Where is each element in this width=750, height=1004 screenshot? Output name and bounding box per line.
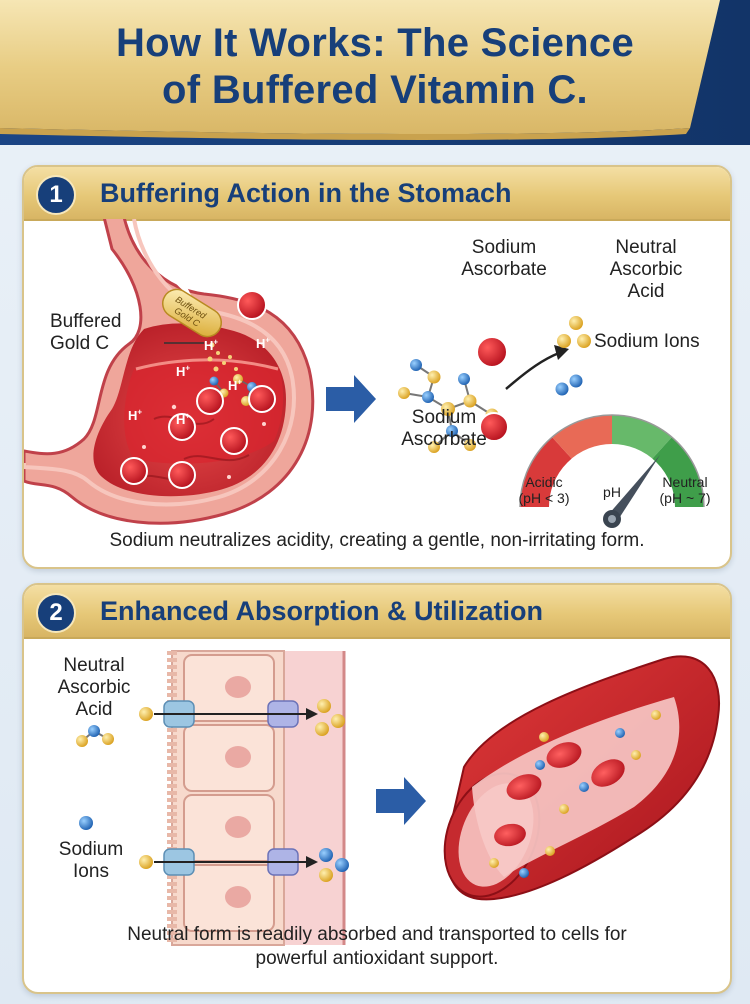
neutral-ascorbic-2-line-1: Neutral (63, 655, 125, 676)
h-ion-7 (168, 461, 196, 489)
gauge-neutral-label: Neutral (pH ~ 7) (650, 474, 720, 506)
step-1-caption: Sodium neutralizes acidity, creating a g… (109, 530, 645, 551)
neutral-ascorbic-2-line-2: Ascorbic (57, 677, 131, 698)
step-2-header: 2 Enhanced Absorption & Utilization (24, 585, 730, 639)
sodium-ions-label-2: Sodium Ions (46, 839, 136, 883)
absorption-illustration (76, 650, 720, 946)
gauge-neutral-line-2: (pH ~ 7) (659, 490, 711, 506)
step-1-title: Buffering Action in the Stomach (100, 178, 512, 208)
sodium-ions-2-line-1: Sodium (58, 839, 124, 860)
stomach-illustration: Buffered Gold C (24, 219, 705, 528)
header-banner: How It Works: The Science of Buffered Vi… (0, 0, 750, 145)
ascorbic-acid-molecule (76, 725, 114, 747)
neutral-ascorbic-acid-label-2: Neutral Ascorbic Acid (44, 655, 144, 721)
neutral-ascorbic-line-3: Acid (627, 281, 665, 302)
header-background (0, 0, 750, 145)
right-arrow-2 (376, 777, 426, 825)
buffered-gold-c-label: Buffered Gold C (50, 311, 121, 355)
h-ion-5 (220, 427, 248, 455)
reaction-hydrogen-ion-top (476, 336, 508, 368)
gauge-ph-label: pH (603, 484, 621, 500)
h-ion-1 (237, 290, 267, 320)
step-2-card: 2 Enhanced Absorption & Utilization (22, 583, 732, 994)
h-ion-3 (248, 385, 276, 413)
neutral-ascorbic-acid-molecule (557, 316, 591, 348)
sodium-ions-label: Sodium Ions (594, 331, 700, 352)
sodium-ascorbate-cluster (398, 359, 499, 453)
h-ion-6 (120, 457, 148, 485)
gold-c-capsule: Buffered Gold C (161, 288, 223, 338)
gauge-acidic-line-1: Acidic (525, 474, 563, 490)
step-1-header: 1 Buffering Action in the Stomach (24, 167, 730, 221)
page-title: How It Works: The Science of Buffered Vi… (0, 20, 750, 114)
sodium-ascorbate-bottom-line-2: Ascorbate (401, 429, 487, 450)
ph-gauge (519, 414, 705, 528)
neutral-ascorbic-acid-label: Neutral Ascorbic Acid (596, 237, 696, 303)
neutral-ascorbic-line-2: Ascorbic (609, 259, 683, 280)
h-ion-2 (196, 387, 224, 415)
step-1-card: 1 Buffering Action in the Stomach (22, 165, 732, 569)
intestinal-wall (167, 650, 346, 946)
neutral-ascorbic-line-1: Neutral (615, 237, 677, 258)
gauge-acidic-line-2: (pH < 3) (518, 490, 570, 506)
step-1-number-badge: 1 (36, 175, 76, 215)
sodium-ions-molecule (555, 374, 583, 396)
gauge-acidic-label: Acidic (pH < 3) (510, 474, 578, 506)
blood-vessel (443, 655, 720, 901)
gauge-neutral-line-1: Neutral (662, 474, 708, 490)
buffered-gold-c-label-line-2: Gold C (50, 333, 110, 354)
sodium-ascorbate-bottom-line-1: Sodium (411, 407, 477, 428)
sodium-ascorbate-top-line-1: Sodium (471, 237, 537, 258)
step-2-title: Enhanced Absorption & Utilization (100, 596, 543, 626)
transporter-row-1 (139, 699, 345, 736)
neutral-ascorbic-2-line-3: Acid (75, 699, 113, 720)
buffered-gold-c-label-line-1: Buffered (50, 311, 122, 332)
sodium-ascorbate-bottom-label: Sodium Ascorbate (384, 407, 504, 451)
stomach-hydrogen-ions (120, 290, 276, 489)
capsule-powder (207, 342, 238, 372)
step-2-caption-line-1: Neutral form is readily absorbed and tra… (127, 924, 627, 945)
title-line-1: How It Works: The Science (116, 21, 634, 65)
sodium-ascorbate-top-label: Sodium Ascorbate (444, 237, 564, 281)
sodium-ions-2-line-2: Ions (73, 861, 109, 882)
step-2-caption: Neutral form is readily absorbed and tra… (24, 923, 730, 971)
step-2-number-badge: 2 (36, 593, 76, 633)
title-line-2: of Buffered Vitamin C. (162, 68, 588, 112)
step-2-caption-line-2: powerful antioxidant support. (255, 948, 499, 969)
reaction-hydrogen-ion-bottom (479, 412, 509, 442)
sodium-ascorbate-top-line-2: Ascorbate (461, 259, 547, 280)
transporter-row-2 (139, 848, 349, 882)
h-ion-4 (168, 413, 196, 441)
right-arrow-1 (326, 375, 376, 423)
sodium-ion (79, 816, 93, 830)
